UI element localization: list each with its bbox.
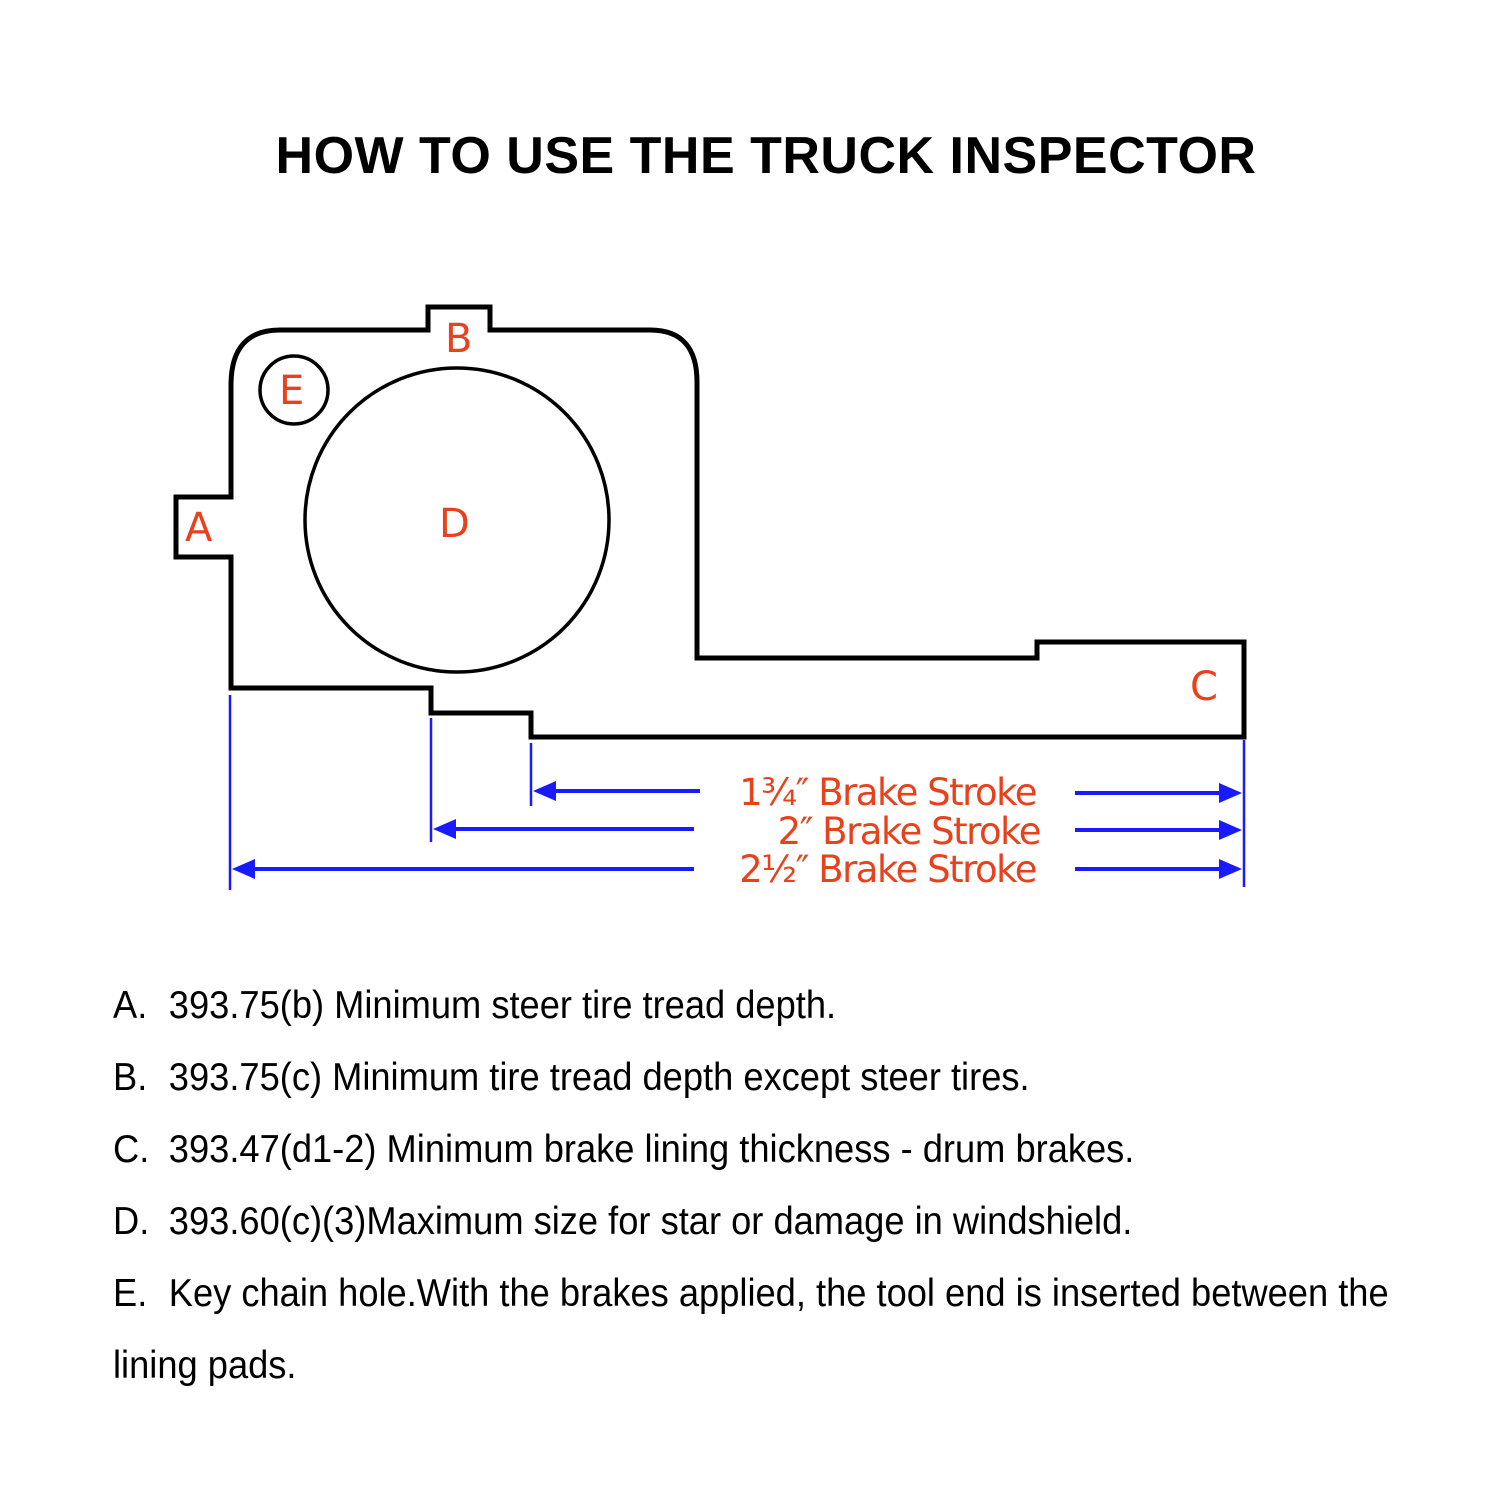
label-a: A [185, 505, 213, 551]
legend-item-d: D. 393.60(c)(3)Maximum size for star or d… [113, 1186, 1396, 1258]
legend-item-a: A. 393.75(b) Minimum steer tire tread dep… [113, 970, 1396, 1042]
brake-stroke-label-1-75: 1¾″ Brake Stroke [739, 771, 1036, 814]
page-title: HOW TO USE THE TRUCK INSPECTOR [275, 127, 1257, 185]
legend-text: 393.75(c) Minimum tire tread depth excep… [168, 1056, 1030, 1099]
brake-stroke-label-2: 2″ Brake Stroke [778, 810, 1040, 853]
keychain-hole-e [258, 354, 330, 426]
tool-outline [173, 304, 1247, 740]
stroke-arrow-right-2-5 [1075, 859, 1242, 879]
brake-stroke-label-2-5: 2½″ Brake Stroke [739, 848, 1036, 891]
legend-item-b: B. 393.75(c) Minimum tire tread depth exc… [113, 1042, 1396, 1114]
legend-item-c: C. 393.47(d1-2) Minimum brake lining thic… [113, 1114, 1396, 1186]
stroke-arrow-left-2-5 [232, 859, 694, 879]
legend-key: D. [113, 1200, 150, 1243]
legend-key: B. [113, 1056, 148, 1099]
stroke-arrow-left-1-75 [533, 781, 700, 801]
legend-text: 393.60(c)(3)Maximum size for star or dam… [168, 1200, 1133, 1243]
legend-item-e: E.Key chain hole.With the brakes applied… [113, 1258, 1396, 1402]
legend-key: C. [113, 1128, 150, 1171]
legend-text: Key chain hole.With the brakes applied, … [113, 1272, 1389, 1387]
stroke-arrow-right-1-75 [1075, 783, 1242, 803]
label-e: E [279, 368, 304, 414]
truck-inspector-diagram: A B C D E 1¾″ Brake Stroke 2″ Brake Stro… [173, 304, 1247, 891]
stroke-arrow-left-2 [433, 819, 694, 839]
stroke-arrow-right-2 [1075, 820, 1242, 840]
legend-text: 393.75(b) Minimum steer tire tread depth… [168, 984, 837, 1027]
windshield-gauge-d [303, 366, 611, 674]
legend-text: 393.47(d1-2) Minimum brake lining thickn… [168, 1128, 1135, 1171]
legend-list: A. 393.75(b) Minimum steer tire tread dep… [113, 970, 1396, 1402]
label-c: C [1190, 664, 1218, 710]
legend-key: A. [113, 984, 148, 1027]
legend-key: E. [113, 1272, 148, 1315]
label-b: B [445, 316, 472, 362]
label-d: D [439, 501, 470, 547]
